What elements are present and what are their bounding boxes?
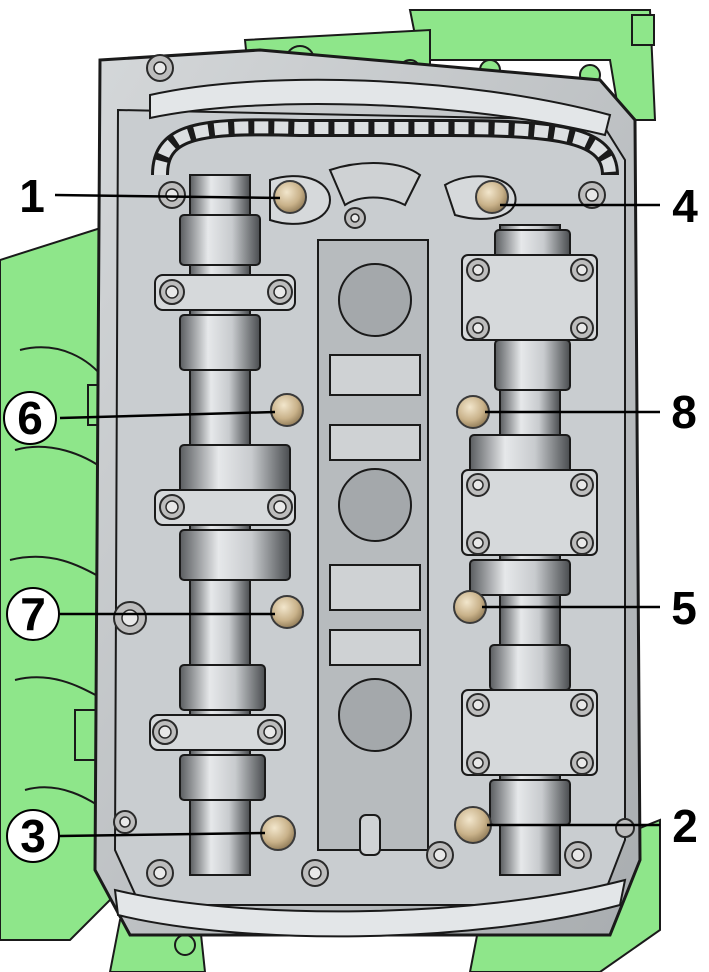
head-bolt-7 <box>270 595 304 629</box>
label-6: 6 <box>17 392 43 444</box>
label-2: 2 <box>672 800 698 852</box>
label-6-circle <box>3 391 57 445</box>
label-4: 4 <box>672 180 698 232</box>
head-bolts <box>260 175 517 851</box>
head-bolt-2 <box>454 806 492 844</box>
head-bolt-6 <box>270 393 304 427</box>
bearing-cap-bolts <box>113 54 635 887</box>
label-3-circle <box>6 809 60 863</box>
spark-plug-well <box>338 263 412 337</box>
head-bolt-8 <box>456 395 490 429</box>
spark-plug-well <box>338 468 412 542</box>
label-8: 8 <box>671 386 697 438</box>
spark-plug-well <box>338 678 412 752</box>
left-camshaft <box>149 174 296 876</box>
timing-chain <box>151 118 619 176</box>
label-1: 1 <box>19 170 45 222</box>
head-bolt-5 <box>453 590 487 624</box>
leader-lines <box>54 193 660 838</box>
head-bolt-3 <box>260 815 296 851</box>
label-3: 3 <box>20 810 46 862</box>
label-7-circle <box>6 587 60 641</box>
right-camshaft <box>461 224 598 876</box>
label-7: 7 <box>20 588 46 640</box>
head-bolt-4 <box>475 180 509 214</box>
label-5: 5 <box>671 582 697 634</box>
spark-plug-wells <box>317 162 429 856</box>
bolt-labels: 1 4 6 8 7 5 3 2 <box>3 170 698 863</box>
